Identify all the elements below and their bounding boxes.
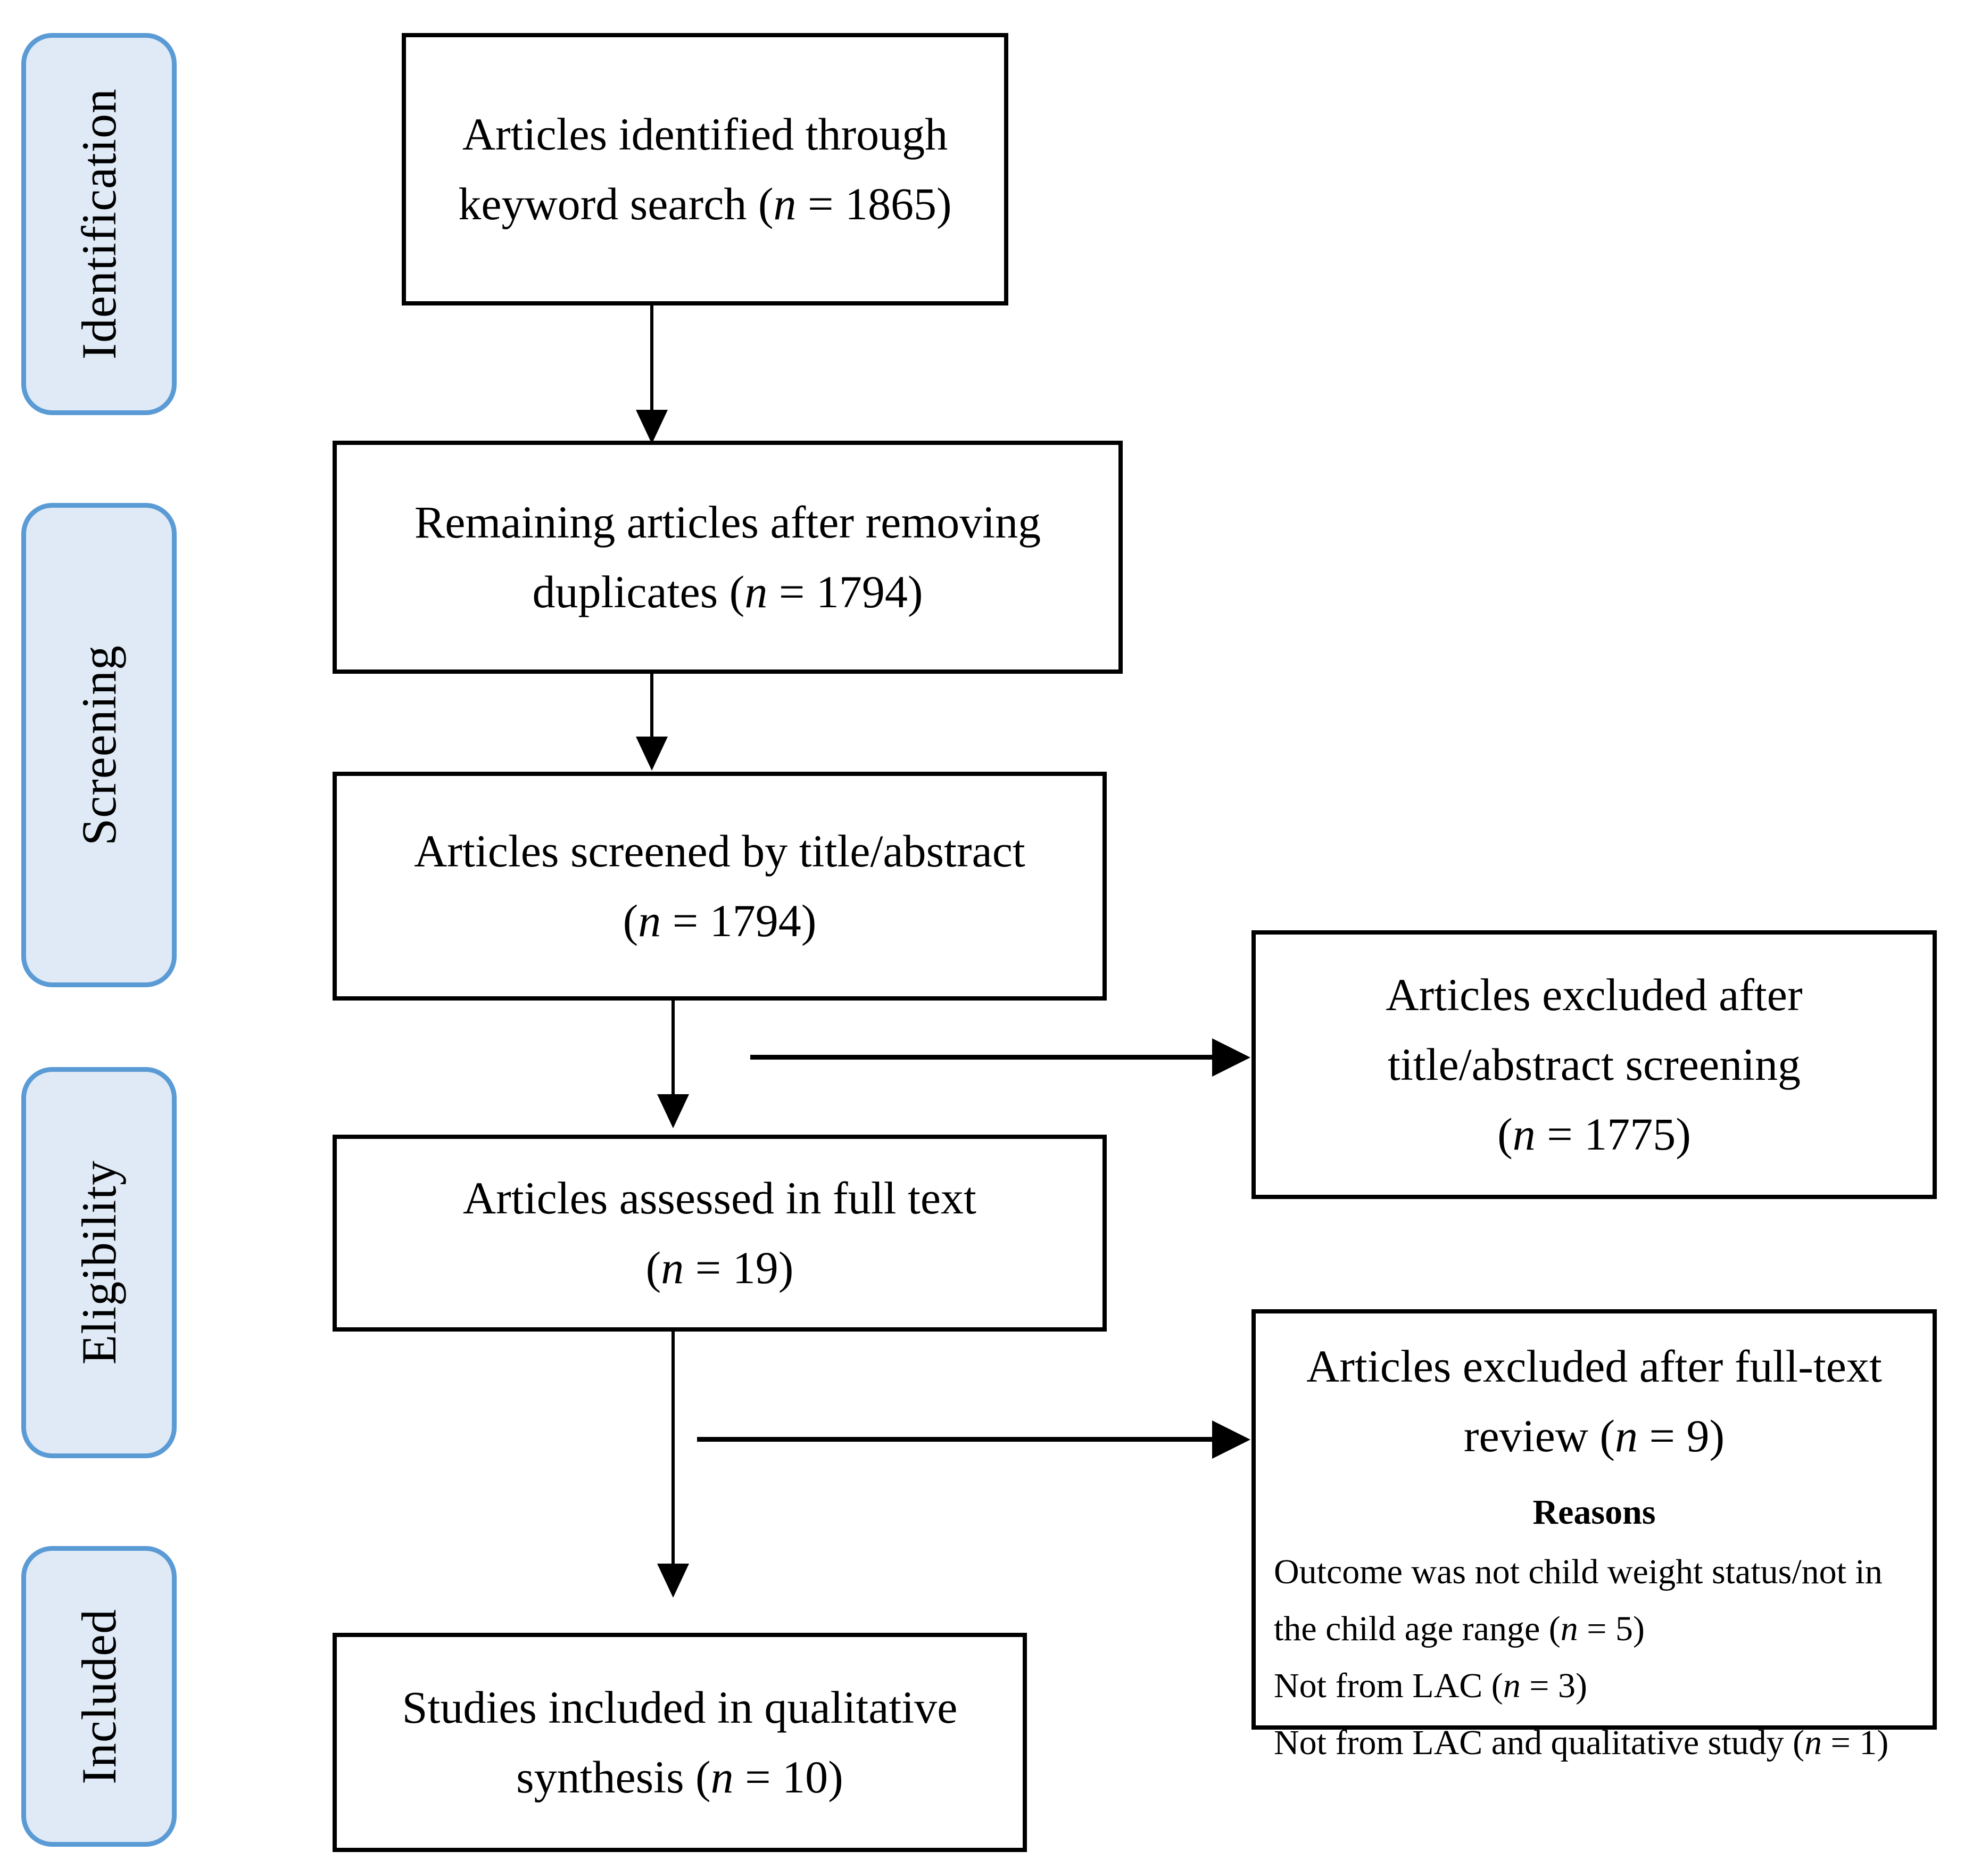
excluded-reason-item: Not from LAC and qualitative study (n = … xyxy=(1274,1715,1914,1772)
excluded-reason-1-n-symbol: n xyxy=(1560,1609,1578,1648)
box-identified-line2-pre: keyword search ( xyxy=(458,178,774,229)
box-excluded-screening-line2: title/abstract screening xyxy=(1387,1039,1801,1090)
excluded-reason-3-n-symbol: n xyxy=(1804,1723,1822,1762)
box-articles-identified: Articles identified through keyword sear… xyxy=(402,33,1008,305)
excluded-reason-2-post: = 3) xyxy=(1520,1666,1587,1705)
box-screened-line2: (n = 1794) xyxy=(623,886,817,956)
box-screened-line1: Articles screened by title/abstract xyxy=(414,825,1025,877)
box-included-line2: synthesis (n = 10) xyxy=(516,1742,843,1812)
connector-fulltext-to-excluded xyxy=(697,1437,1214,1442)
box-dedup-line1: Remaining articles after removing xyxy=(414,497,1041,548)
box-fulltext-line2-pre: ( xyxy=(645,1242,661,1293)
box-included-line1: Studies included in qualitative xyxy=(402,1682,958,1733)
excluded-reason-3-post: = 1) xyxy=(1822,1723,1889,1762)
box-excluded-full-text: Articles excluded after full-text review… xyxy=(1251,1309,1937,1762)
box-fulltext-line2: (n = 19) xyxy=(646,1233,794,1303)
box-dedup-line2-post: = 1794) xyxy=(767,566,923,617)
phase-screening: Screening xyxy=(21,503,177,987)
box-screened-line2-post: = 1794) xyxy=(661,895,817,946)
excluded-reason-item: Outcome was not child weight status/not … xyxy=(1274,1544,1914,1658)
excluded-reason-1-pre: Outcome was not child weight status/not … xyxy=(1274,1552,1883,1648)
phase-eligibility-label: Eligibility xyxy=(72,1160,126,1365)
box-screened-n-symbol: n xyxy=(638,895,661,946)
box-dedup-line2: duplicates (n = 1794) xyxy=(533,557,923,627)
box-excluded-fulltext-line1: Articles excluded after full-text xyxy=(1306,1341,1882,1392)
excluded-reason-2-pre: Not from LAC ( xyxy=(1274,1666,1503,1705)
excluded-reason-3-pre: Not from LAC and qualitative study ( xyxy=(1274,1723,1805,1762)
box-excluded-screening-line1: Articles excluded after xyxy=(1386,969,1803,1021)
box-excluded-screening-line3-post: = 1775) xyxy=(1535,1108,1691,1160)
connector-screened-to-excluded xyxy=(750,1055,1214,1060)
box-identified-line2-post: = 1865) xyxy=(796,178,952,229)
box-identified-line1: Articles identified through xyxy=(462,109,948,160)
box-studies-included: Studies included in qualitative synthesi… xyxy=(333,1633,1027,1852)
box-remaining-after-duplicates: Remaining articles after removing duplic… xyxy=(333,441,1123,674)
phase-identification-label: Identification xyxy=(72,88,126,360)
box-excluded-fulltext-line2-post: = 9) xyxy=(1637,1410,1725,1461)
box-included-line2-post: = 10) xyxy=(733,1751,843,1803)
arrow-fulltext-to-included xyxy=(657,1564,689,1598)
box-excluded-fulltext-line2: review (n = 9) xyxy=(1464,1401,1725,1471)
box-excluded-fulltext-n-symbol: n xyxy=(1614,1410,1638,1461)
box-excluded-screening-line3-pre: ( xyxy=(1497,1108,1513,1160)
phase-screening-label: Screening xyxy=(72,644,126,846)
box-fulltext-line1: Articles assessed in full text xyxy=(463,1172,976,1224)
phase-included-label: Included xyxy=(72,1608,126,1784)
box-dedup-line2-pre: duplicates ( xyxy=(532,566,745,617)
phase-identification: Identification xyxy=(21,33,177,415)
excluded-reason-2-n-symbol: n xyxy=(1503,1666,1521,1705)
box-excluded-fulltext-line2-pre: review ( xyxy=(1463,1410,1615,1461)
box-excluded-screening-line3: (n = 1775) xyxy=(1497,1100,1691,1169)
excluded-reasons-heading: Reasons xyxy=(1532,1493,1656,1532)
connector-dedup-to-screened xyxy=(650,674,653,739)
connector-identified-to-dedup xyxy=(650,305,653,412)
arrow-fulltext-to-excluded xyxy=(1212,1420,1250,1459)
box-articles-full-text: Articles assessed in full text (n = 19) xyxy=(333,1135,1107,1332)
connector-screened-to-fulltext xyxy=(672,1001,675,1096)
arrow-dedup-to-screened xyxy=(636,737,668,771)
box-included-n-symbol: n xyxy=(710,1751,734,1803)
box-dedup-n-symbol: n xyxy=(744,566,768,617)
box-identified-line2: keyword search (n = 1865) xyxy=(458,169,951,239)
box-excluded-screening-n-symbol: n xyxy=(1512,1108,1536,1160)
phase-eligibility: Eligibility xyxy=(21,1067,177,1458)
arrow-screened-to-excluded xyxy=(1212,1038,1250,1077)
excluded-reason-item: Not from LAC (n = 3) xyxy=(1274,1658,1914,1715)
box-articles-screened: Articles screened by title/abstract (n =… xyxy=(333,772,1107,1001)
box-fulltext-line2-post: = 19) xyxy=(684,1242,794,1293)
arrow-screened-to-fulltext xyxy=(657,1094,689,1128)
box-fulltext-n-symbol: n xyxy=(661,1242,684,1293)
box-screened-line2-pre: ( xyxy=(623,895,639,946)
connector-fulltext-to-included xyxy=(672,1332,675,1566)
excluded-reasons-list: Outcome was not child weight status/not … xyxy=(1274,1544,1914,1772)
excluded-reason-1-post: = 5) xyxy=(1578,1609,1645,1648)
phase-included: Included xyxy=(21,1546,177,1847)
arrow-identified-to-dedup xyxy=(636,410,668,444)
box-excluded-title-abstract: Articles excluded after title/abstract s… xyxy=(1251,930,1937,1199)
box-identified-n-symbol: n xyxy=(773,178,797,229)
box-included-line2-pre: synthesis ( xyxy=(516,1751,711,1803)
